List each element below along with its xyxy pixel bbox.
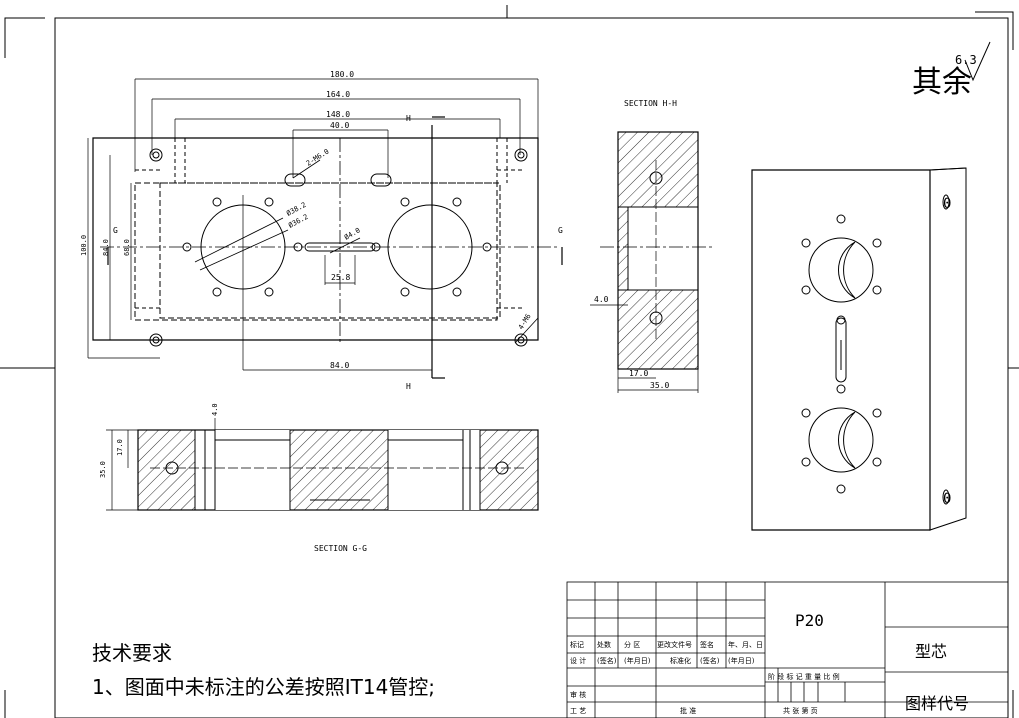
hh-dim-17: 17.0	[629, 369, 648, 378]
dim-180: 180.0	[330, 70, 354, 79]
tb-date: 年、月、日	[728, 640, 763, 649]
tb-design-date: (年月日)	[624, 656, 651, 665]
dim-164: 164.0	[326, 90, 350, 99]
tb-mark: 标记	[570, 640, 584, 649]
dim-d4: Ø4.0	[343, 226, 362, 241]
tb-approve: 批 准	[680, 706, 696, 715]
dim-2-m6: 2-M6.0	[305, 148, 331, 168]
roughness-value: 6.3	[955, 53, 977, 67]
tb-standard: 标准化	[670, 656, 691, 665]
frame-corner-tr	[975, 11, 1014, 50]
dim-68: 68.0	[123, 239, 131, 256]
tb-standard-sign: (签名)	[700, 656, 720, 665]
tb-sheet: 共 张 第 页	[783, 706, 818, 715]
section-gg-title: SECTION G-G	[314, 544, 367, 553]
cut-h-bottom: H	[406, 382, 411, 391]
section-gg-view	[106, 418, 539, 511]
tb-change-doc: 更改文件号	[657, 640, 692, 649]
cut-h-top: H	[406, 114, 411, 123]
gg-dim-35: 35.0	[99, 461, 107, 478]
frame-corner-tl	[4, 17, 45, 58]
tb-design-sign: (签名)	[597, 656, 617, 665]
iso-label-top: 0	[943, 196, 951, 212]
hh-dim-4: 4.0	[594, 295, 609, 304]
iso-label-bottom: 0	[943, 491, 951, 507]
dim-148: 148.0	[326, 110, 350, 119]
dim-84-vertical: 84.0	[102, 239, 110, 256]
roughness-label: 其余	[912, 65, 972, 100]
tb-process: 工 艺	[570, 707, 586, 715]
section-hh-title: SECTION H-H	[624, 99, 677, 108]
tech-requirements-title: 技术要求	[92, 641, 172, 665]
cut-g-right: G	[558, 226, 563, 235]
tb-stage-labels: 阶 段 标 记 重 量 比 例	[768, 672, 840, 681]
tb-standard-date: (年月日)	[728, 656, 755, 665]
tb-review: 审 核	[570, 690, 586, 699]
dim-4-m6: 4-M6	[517, 313, 533, 332]
tb-count: 处数	[597, 640, 611, 649]
gg-dim-17: 17.0	[116, 439, 124, 456]
cut-g-left: G	[113, 226, 118, 235]
part-code: P20	[795, 611, 824, 630]
dim-100: 100.0	[80, 235, 88, 256]
section-hh-view	[590, 131, 712, 393]
isometric-view	[751, 167, 967, 531]
title-block	[566, 581, 1009, 718]
drawing-border	[54, 17, 1009, 718]
part-name: 型芯	[915, 642, 947, 661]
dim-25-8: 25.8	[331, 273, 350, 282]
hh-dim-35: 35.0	[650, 381, 669, 390]
drawing-code-label: 图样代号	[905, 694, 969, 713]
top-view	[87, 78, 563, 379]
tb-zone: 分 区	[624, 640, 640, 649]
dim-84-horizontal: 84.0	[330, 361, 349, 370]
tech-requirement-item-1: 1、图面中未标注的公差按照IT14管控;	[92, 675, 435, 699]
tb-design: 设 计	[570, 656, 586, 665]
gg-dim-4: 4.0	[211, 403, 219, 416]
dim-40: 40.0	[330, 121, 349, 130]
tb-sign: 签名	[700, 640, 714, 649]
